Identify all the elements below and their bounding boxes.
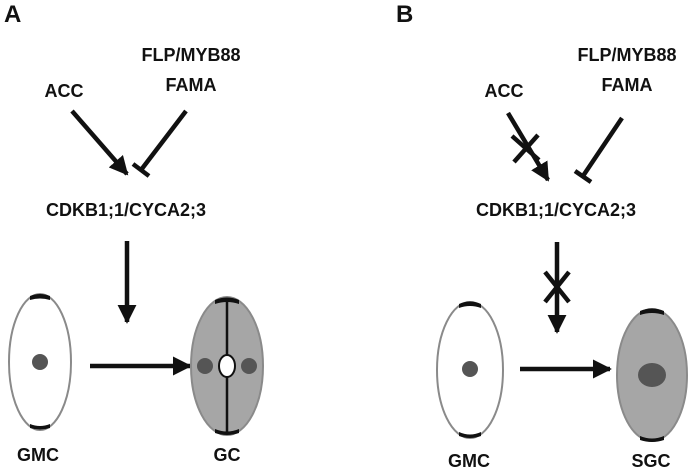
panel-a-fama-label: FAMA <box>166 75 217 95</box>
panel-b-letter: B <box>396 1 413 28</box>
panel-b-gmc-cell <box>436 301 504 439</box>
panel-b-sgc-nucleus <box>638 363 666 387</box>
panel-a-gc-nucleus-right <box>241 358 257 374</box>
panel-b-sgc-cell <box>616 308 688 442</box>
panel-a-fama-inhibition-arrow <box>131 109 188 178</box>
panel-b-fama-label: FAMA <box>602 75 653 95</box>
panel-a: A ACC FLP/MYB88 FAMA CDKB1;1/CYCA2;3 <box>4 1 264 465</box>
panel-a-gmc-cell <box>8 293 72 431</box>
panel-b-flp-myb88-label: FLP/MYB88 <box>577 45 676 65</box>
panel-a-acc-label: ACC <box>45 81 84 101</box>
panel-a-gmc-label: GMC <box>17 445 59 465</box>
panel-a-acc-activation-arrow <box>70 109 129 176</box>
panel-a-gmc-nucleus <box>32 354 48 370</box>
panel-a-stomatal-pore <box>218 354 236 378</box>
panel-b-fama-inhibition-arrow <box>573 116 624 184</box>
panel-a-flp-myb88-label: FLP/MYB88 <box>141 45 240 65</box>
panel-a-letter: A <box>4 1 21 28</box>
panel-a-gc-nucleus-left <box>197 358 213 374</box>
panel-a-complex-label: CDKB1;1/CYCA2;3 <box>46 200 206 220</box>
panel-a-gc-cell <box>190 296 264 436</box>
panel-b-acc-label: ACC <box>485 81 524 101</box>
panel-b-division-block-mark <box>543 270 571 304</box>
panel-b-sgc-label: SGC <box>631 451 670 471</box>
panel-b-acc-block-mark <box>510 133 541 164</box>
panel-b-gmc-label: GMC <box>448 451 490 471</box>
panel-a-gc-label: GC <box>214 445 241 465</box>
panel-b-complex-label: CDKB1;1/CYCA2;3 <box>476 200 636 220</box>
panel-b: B ACC FLP/MYB88 FAMA CDKB1;1/CYCA2;3 <box>396 1 688 471</box>
panel-b-gmc-nucleus <box>462 361 478 377</box>
